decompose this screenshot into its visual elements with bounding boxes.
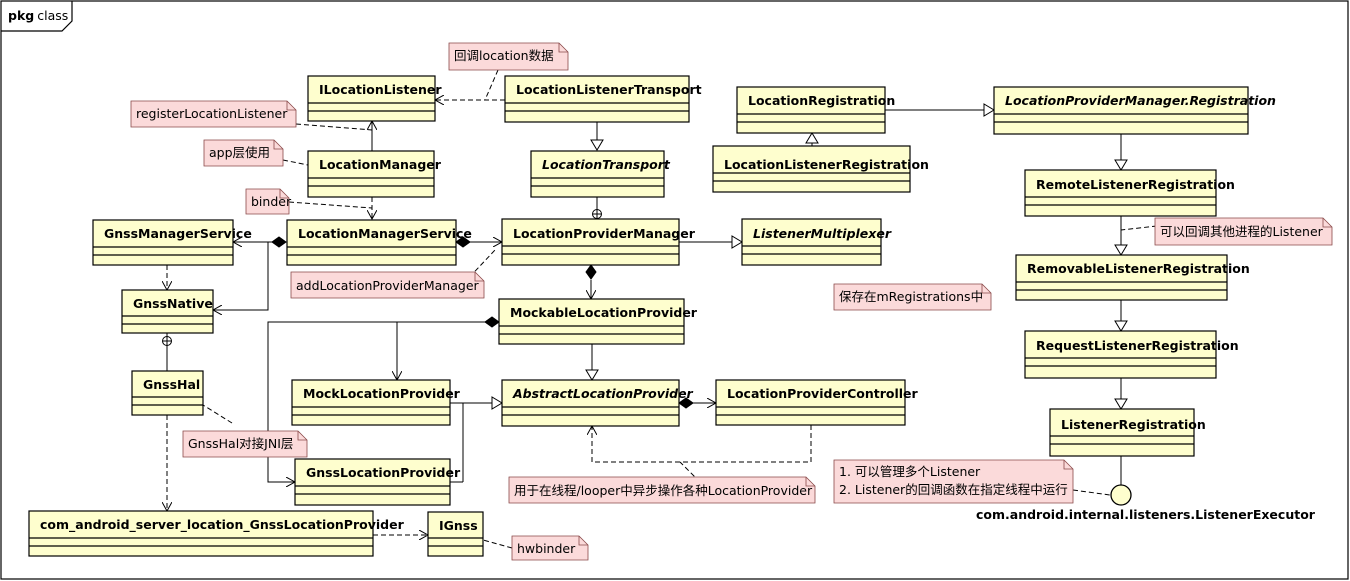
- class-mocklocationprovider: MockLocationProvider: [291, 379, 461, 426]
- class-remotelistenerregistration: RemoteListenerRegistration: [1024, 169, 1235, 217]
- edge-request-extends-listener: [1114, 398, 1128, 410]
- svg-text:com_android_server_location_Gn: com_android_server_location_GnssLocation…: [40, 517, 405, 533]
- svg-text:LocationManager: LocationManager: [319, 157, 442, 172]
- class-mockablelocationprovider: MockableLocationProvider: [498, 298, 698, 345]
- svg-text:MockableLocationProvider: MockableLocationProvider: [510, 305, 698, 320]
- class-lpm-registration: LocationProviderManager.Registration: [993, 86, 1276, 135]
- svg-text:GnssHal: GnssHal: [143, 377, 200, 392]
- edge-remote-extends-removable: [1114, 244, 1128, 256]
- svg-text:LocationListenerTransport: LocationListenerTransport: [516, 82, 702, 97]
- edge-controller-calls-abstract: [592, 425, 812, 463]
- svg-text:保存在mRegistrations中: 保存在mRegistrations中: [839, 289, 983, 304]
- class-locationlistenerregistration: LocationListenerRegistration: [712, 145, 929, 193]
- svg-text:可以回调其他进程的Listener: 可以回调其他进程的Listener: [1160, 224, 1324, 239]
- svg-text:ListenerMultiplexer: ListenerMultiplexer: [753, 226, 892, 241]
- class-locationprovidermanager: LocationProviderManager: [501, 218, 696, 266]
- class-listenermultiplexer: ListenerMultiplexer: [741, 218, 892, 266]
- svg-text:LocationTransport: LocationTransport: [542, 157, 671, 172]
- svg-text:LocationProviderManager: LocationProviderManager: [513, 226, 696, 241]
- class-locationregistration: LocationRegistration: [736, 86, 895, 134]
- svg-text:AbstractLocationProvider: AbstractLocationProvider: [512, 386, 694, 401]
- edge-lpm-extends-remote: [1114, 159, 1128, 171]
- edge-transport-realizes-locationtransport: [590, 139, 604, 151]
- class-abstractlocationprovider: AbstractLocationProvider: [501, 379, 694, 427]
- svg-text:LocationManagerService: LocationManagerService: [298, 226, 472, 241]
- package-name: class: [37, 8, 68, 23]
- class-gnsshal: GnssHal: [131, 370, 204, 416]
- svg-text:回调location数据: 回调location数据: [454, 48, 554, 63]
- svg-text:GnssNative: GnssNative: [133, 296, 213, 311]
- svg-text:registerLocationListener: registerLocationListener: [136, 106, 288, 121]
- note-listener-executor: 1. 可以管理多个Listener 2. Listener的回调函数在指定线程中…: [833, 459, 1074, 504]
- note-add-provider-manager: addLocationProviderManager: [290, 271, 485, 299]
- svg-text:GnssManagerService: GnssManagerService: [104, 226, 252, 241]
- svg-text:addLocationProviderManager: addLocationProviderManager: [296, 278, 480, 293]
- class-ilocationlistener: ILocationListener: [307, 75, 442, 122]
- svg-text:GnssLocationProvider: GnssLocationProvider: [306, 465, 461, 480]
- class-gnssmanagerservice: GnssManagerService: [92, 219, 252, 266]
- edge-mockable-extends-abstract: [585, 369, 599, 381]
- svg-text:LocationProviderController: LocationProviderController: [727, 386, 919, 401]
- edge-mockable-uses-gnsslocation: [267, 321, 397, 482]
- class-jni-gnsslocationprovider: com_android_server_location_GnssLocation…: [28, 510, 405, 557]
- interface-listenerexecutor-label: com.android.internal.listeners.ListenerE…: [976, 507, 1316, 522]
- svg-text:用于在线程/looper中异步操作各种LocationPro: 用于在线程/looper中异步操作各种LocationProvider: [514, 483, 813, 498]
- svg-text:RequestListenerRegistration: RequestListenerRegistration: [1036, 338, 1239, 353]
- note-binder: binder: [245, 188, 292, 215]
- note-app-layer: app层使用: [203, 139, 284, 167]
- svg-text:GnssHal对接JNI层: GnssHal对接JNI层: [188, 436, 293, 451]
- edge-removable-extends-request: [1114, 320, 1128, 332]
- svg-text:hwbinder: hwbinder: [517, 541, 576, 556]
- class-gnsslocationprovider: GnssLocationProvider: [294, 458, 461, 506]
- class-removablelistenerregistration: RemovableListenerRegistration: [1015, 254, 1250, 301]
- svg-text:IGnss: IGnss: [439, 518, 478, 533]
- edge-lms-uses-gnssnative: [213, 242, 269, 310]
- svg-text:app层使用: app层使用: [209, 145, 270, 160]
- class-gnssnative: GnssNative: [121, 289, 214, 334]
- svg-text:ILocationListener: ILocationListener: [319, 82, 442, 97]
- svg-text:binder: binder: [251, 194, 292, 209]
- note-remote-listener: 可以回调其他进程的Listener: [1154, 217, 1333, 246]
- edge-locationregistration-extends-lpm: [983, 103, 995, 117]
- note-thread-looper: 用于在线程/looper中异步操作各种LocationProvider: [508, 476, 816, 504]
- svg-text:MockLocationProvider: MockLocationProvider: [303, 386, 461, 401]
- interface-listenerexecutor-icon: [1110, 484, 1132, 506]
- svg-text:LocationProviderManager.Regist: LocationProviderManager.Registration: [1005, 93, 1276, 108]
- note-callback-location: 回调location数据: [448, 42, 569, 71]
- class-locationmanagerservice: LocationManagerService: [286, 219, 472, 266]
- package-keyword: pkg: [8, 8, 34, 23]
- class-requestlistenerregistration: RequestListenerRegistration: [1024, 330, 1239, 379]
- class-locationtransport: LocationTransport: [530, 150, 671, 198]
- note-gnsshal-jni: GnssHal对接JNI层: [182, 430, 308, 458]
- svg-text:RemoteListenerRegistration: RemoteListenerRegistration: [1036, 177, 1235, 192]
- edge-mockable-owns-mock: [397, 321, 485, 380]
- svg-text:2. Listener的回调函数在指定线程中运行: 2. Listener的回调函数在指定线程中运行: [839, 482, 1068, 497]
- svg-text:LocationRegistration: LocationRegistration: [748, 93, 895, 108]
- edges: [162, 69, 1158, 549]
- class-ignss: IGnss: [427, 511, 484, 557]
- svg-text:LocationListenerRegistration: LocationListenerRegistration: [724, 157, 929, 172]
- svg-text:ListenerRegistration: ListenerRegistration: [1061, 417, 1206, 432]
- edge-listenerregistration-extends-location: [805, 132, 819, 144]
- note-register-listener: registerLocationListener: [130, 100, 297, 128]
- edge-providermanager-extends-multiplexer: [731, 235, 743, 249]
- note-save-registrations: 保存在mRegistrations中: [833, 283, 992, 311]
- svg-text:1. 可以管理多个Listener: 1. 可以管理多个Listener: [839, 464, 981, 479]
- class-listenerregistration: ListenerRegistration: [1049, 408, 1206, 457]
- class-locationlistenertransport: LocationListenerTransport: [504, 75, 702, 123]
- svg-text:RemovableListenerRegistration: RemovableListenerRegistration: [1027, 261, 1250, 276]
- class-locationprovidercontroller: LocationProviderController: [715, 379, 919, 426]
- note-hwbinder: hwbinder: [511, 535, 589, 561]
- class-locationmanager: LocationManager: [307, 150, 442, 198]
